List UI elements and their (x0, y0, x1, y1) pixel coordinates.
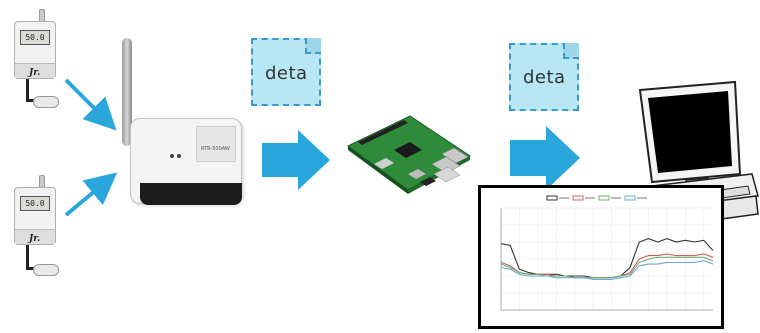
series-line (500, 256, 714, 279)
legend-swatch (624, 195, 636, 201)
temperature-sensor (33, 96, 59, 108)
legend-text-placeholder (611, 197, 621, 199)
temperature-sensor (33, 264, 59, 276)
router-label-plate (196, 126, 236, 162)
sensor-cable (26, 79, 29, 101)
data-card (509, 43, 579, 111)
legend-swatch (598, 195, 610, 201)
router-led (170, 154, 174, 158)
monitor-screen (648, 91, 732, 173)
logger-brand: Jr. (29, 234, 41, 244)
data-card-label: deta (265, 63, 308, 84)
series-line (500, 260, 714, 280)
pi-hdmi-port (374, 158, 394, 169)
chart-axes (500, 208, 713, 311)
arrow-logger-to-router (64, 78, 117, 131)
router-base-band (140, 183, 242, 205)
sensor-cable (26, 245, 29, 269)
pi-audio-jack (408, 169, 426, 179)
legend-text-placeholder (585, 197, 595, 199)
legend-text-placeholder (559, 197, 569, 199)
series-line (500, 238, 714, 279)
logger-display: 50.0 (20, 196, 50, 211)
pi-usb-port (431, 156, 461, 174)
logger-body: 50.0 (14, 21, 56, 79)
chart-grid (500, 207, 713, 311)
data-card-fold (563, 43, 579, 59)
logger-brand: Jr. (29, 68, 41, 78)
router-antenna (122, 38, 132, 146)
data-card-fold (305, 38, 321, 54)
logger-body: 50.0 (14, 187, 56, 245)
pi-usb-port (441, 147, 469, 164)
pi-gpio-header (358, 120, 408, 145)
sensor-cable (26, 99, 36, 102)
logger-band (15, 229, 55, 244)
sensor-cable (26, 267, 36, 270)
chart-panel (478, 185, 724, 329)
pi-connector (420, 177, 436, 186)
logger-display: 50.0 (20, 30, 50, 45)
legend-swatch (546, 195, 558, 201)
chart-series (500, 238, 714, 280)
arrow-router-to-pi (262, 130, 330, 190)
arrow-logger-to-router (64, 172, 118, 217)
line-chart (500, 195, 714, 311)
pi-ethernet-port (433, 166, 461, 183)
legend-text-placeholder (637, 197, 647, 199)
router-model: RTR-500AW (201, 146, 230, 152)
router-led (177, 154, 181, 158)
raspberry-pi-board (347, 115, 471, 194)
chart-legend (546, 195, 647, 201)
pi-pcb-edge (348, 146, 408, 194)
data-card-label: deta (523, 67, 566, 88)
arrow-pi-to-pc (510, 126, 580, 190)
logger-band (15, 63, 55, 78)
legend-swatch (572, 195, 584, 201)
pi-cpu-chip (394, 142, 422, 158)
